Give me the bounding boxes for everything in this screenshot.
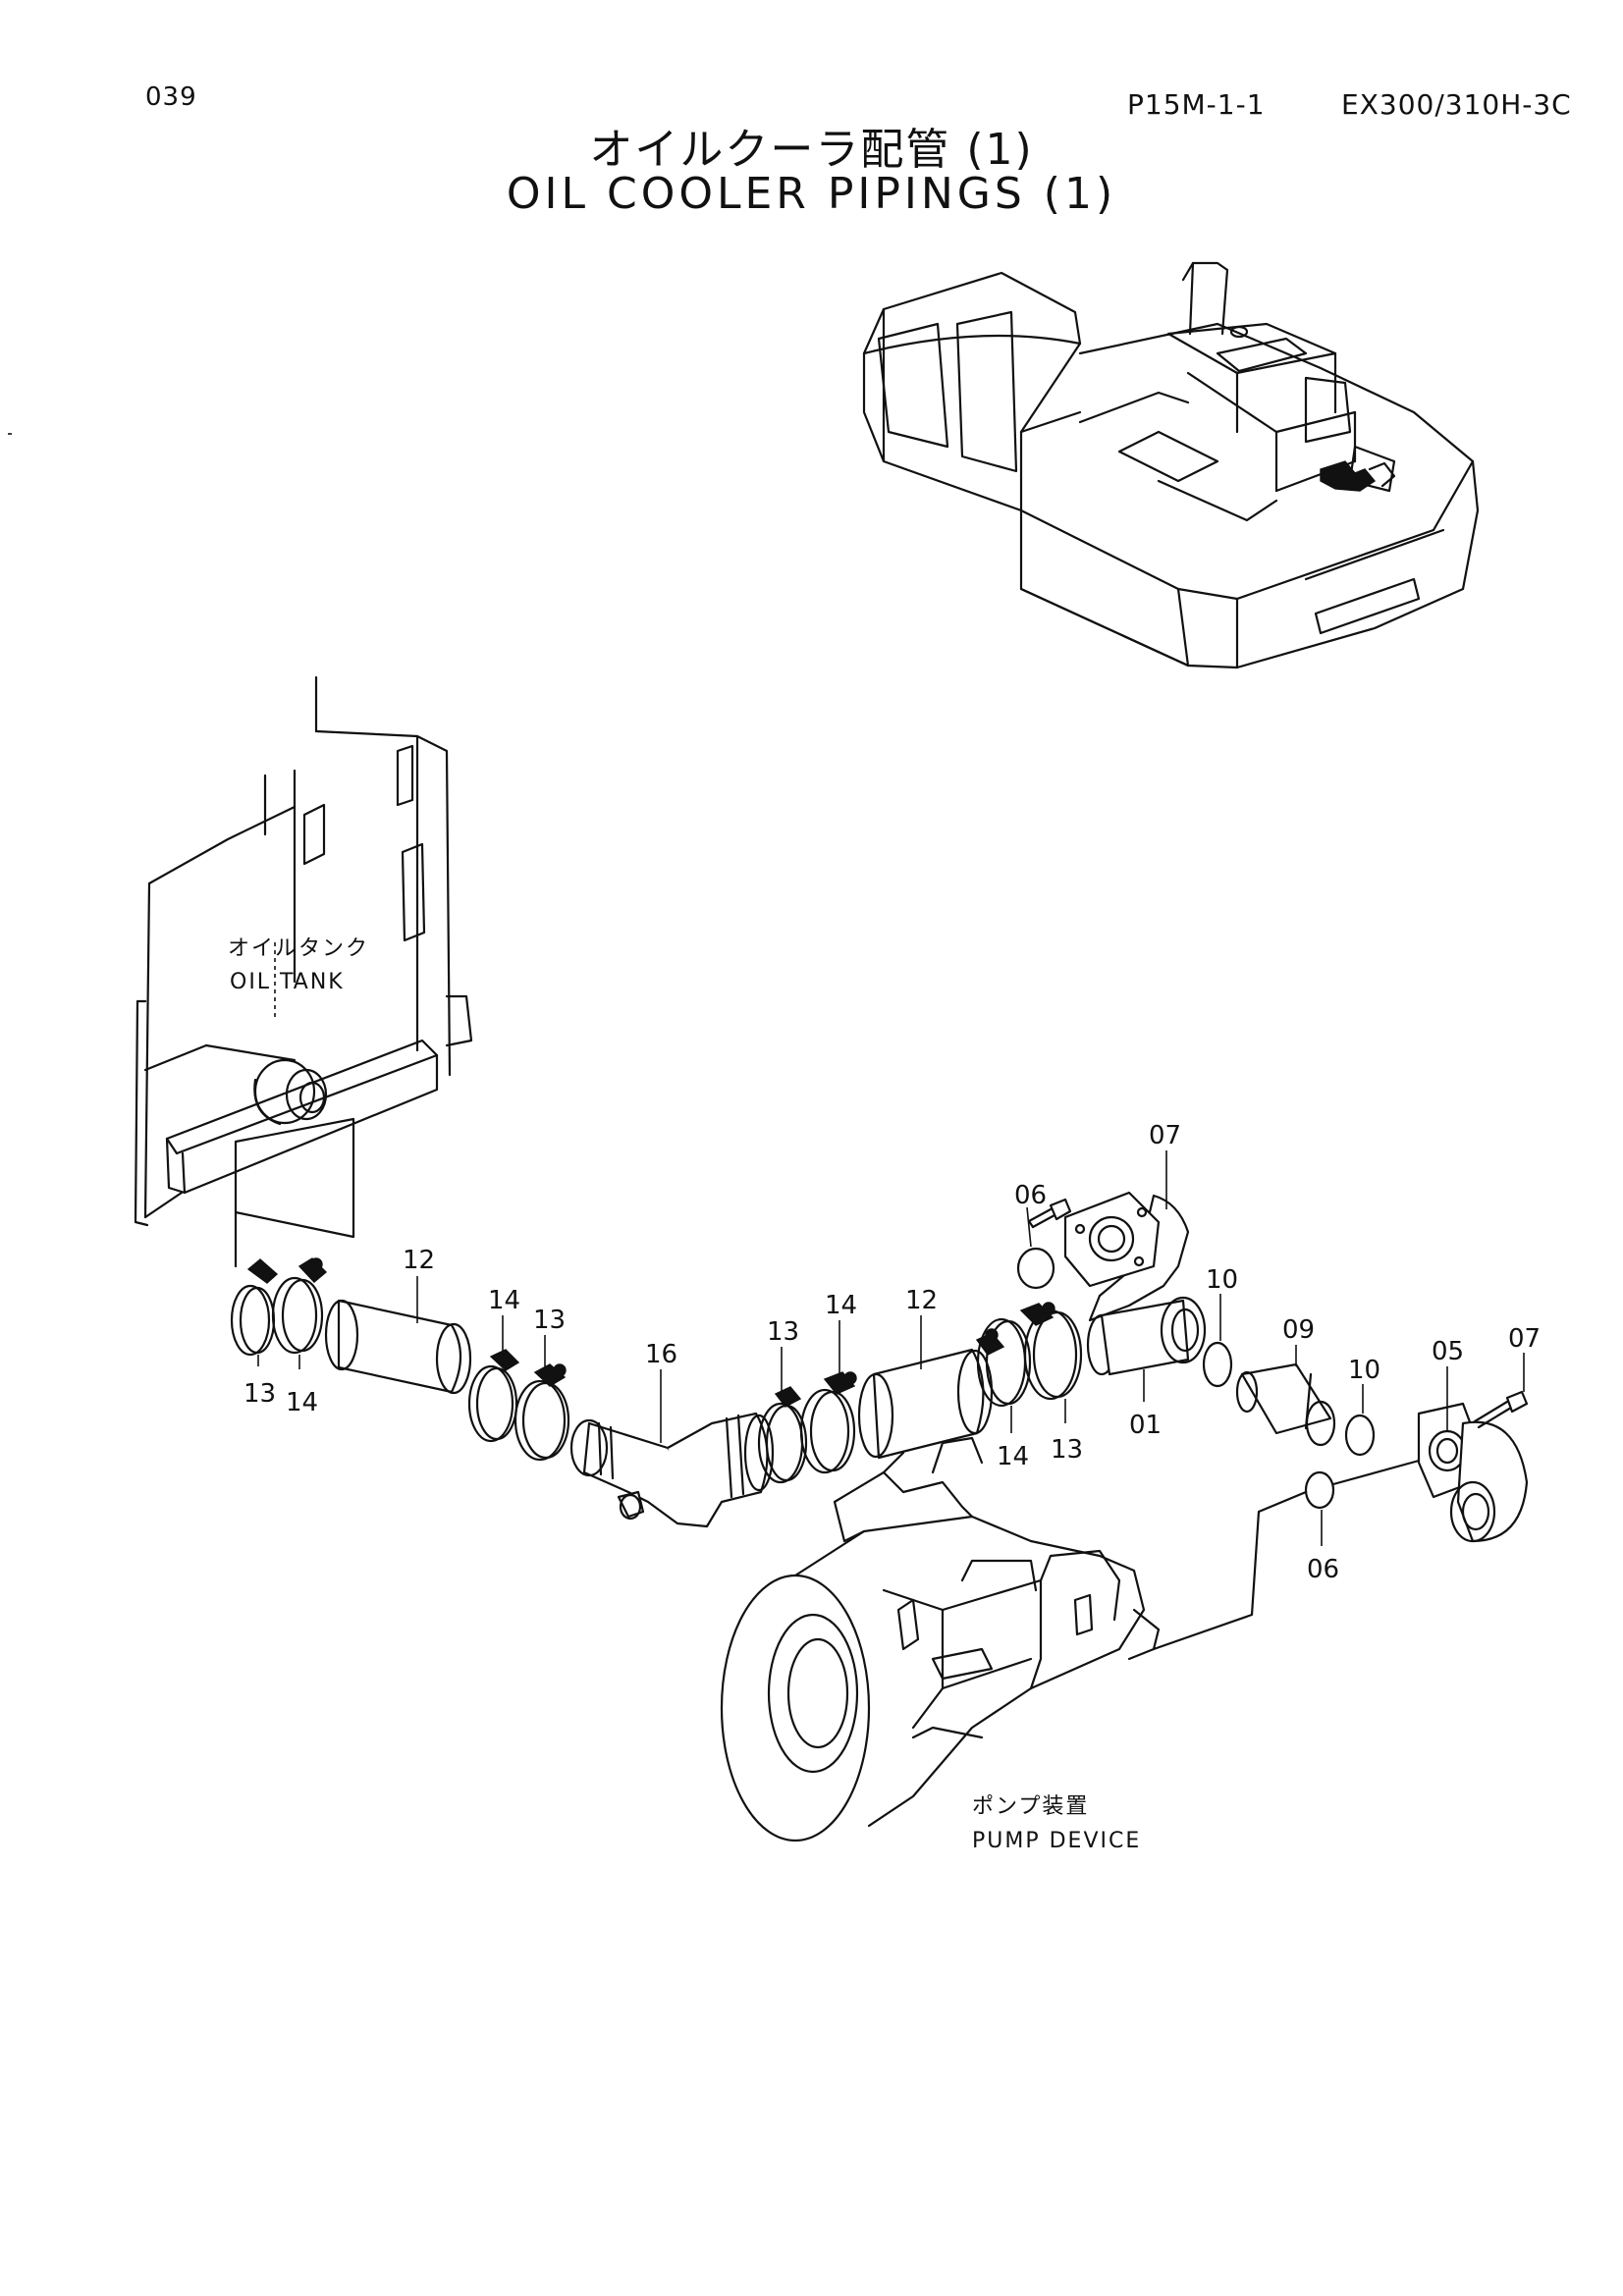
callout-numbers: 07 06 10 09 10 05 07 12 14 13 13 14 16 1… bbox=[243, 1121, 1541, 1584]
hose-12-b bbox=[872, 1348, 985, 1460]
callout-14-a: 14 bbox=[488, 1286, 520, 1315]
title-english: OIL COOLER PIPINGS (1) bbox=[506, 169, 1117, 219]
hose-clamp-14-c bbox=[799, 1388, 850, 1474]
callout-01: 01 bbox=[1129, 1411, 1162, 1440]
callout-06-b: 06 bbox=[1307, 1555, 1339, 1584]
oil-tank-label-en: OIL TANK bbox=[230, 970, 345, 994]
callout-leaders bbox=[257, 1150, 1525, 1546]
page-number: 039 bbox=[145, 82, 197, 112]
callout-12-a: 12 bbox=[403, 1246, 435, 1275]
hose-clamp-14-d bbox=[976, 1317, 1027, 1408]
hose-assembly-left bbox=[230, 1257, 570, 1462]
o-ring-06-a bbox=[1016, 1247, 1055, 1290]
callout-10-b: 10 bbox=[1348, 1356, 1380, 1385]
pump-device bbox=[720, 1436, 1161, 1842]
callout-06-a: 06 bbox=[1014, 1181, 1047, 1210]
callout-14-d: 14 bbox=[997, 1442, 1029, 1471]
pipe-16 bbox=[569, 1412, 775, 1528]
pump-device-label-jp: ポンプ装置 bbox=[972, 1794, 1089, 1819]
hose-assembly-right bbox=[757, 1302, 1083, 1484]
hose-clamp-13-d bbox=[1023, 1308, 1078, 1401]
callout-13-d: 13 bbox=[1051, 1435, 1083, 1465]
callout-13-a: 13 bbox=[533, 1306, 566, 1335]
hose-clamp-13-b bbox=[514, 1379, 567, 1462]
elbow-01 bbox=[1063, 1191, 1207, 1376]
pump-device-label-en: PUMP DEVICE bbox=[972, 1829, 1141, 1853]
model-code: EX300/310H-3C bbox=[1341, 88, 1572, 121]
hose-clamp-13-a bbox=[230, 1284, 271, 1357]
callout-16: 16 bbox=[645, 1340, 677, 1369]
callout-09: 09 bbox=[1282, 1315, 1315, 1345]
elbow-05 bbox=[1417, 1402, 1529, 1543]
o-ring-10-b bbox=[1344, 1414, 1376, 1457]
callout-07-a: 07 bbox=[1149, 1121, 1181, 1150]
callout-13-c: 13 bbox=[767, 1317, 799, 1347]
oil-tank-label-jp: オイルタンク bbox=[228, 936, 369, 961]
excavator-location-view bbox=[862, 261, 1480, 669]
callout-12-b: 12 bbox=[905, 1286, 938, 1315]
hose-clamp-14-a bbox=[271, 1276, 318, 1355]
bolt-07-b bbox=[1473, 1390, 1529, 1429]
bolt-07-a bbox=[1027, 1198, 1072, 1229]
section-code: P15M-1-1 bbox=[1127, 88, 1266, 121]
callout-13-b: 13 bbox=[243, 1379, 276, 1409]
pipe-09 bbox=[1235, 1362, 1336, 1447]
callout-14-c: 14 bbox=[825, 1291, 857, 1320]
callout-05: 05 bbox=[1432, 1337, 1464, 1366]
o-ring-10-a bbox=[1202, 1341, 1233, 1388]
hose-clamp-14-b bbox=[467, 1364, 514, 1443]
callout-10-a: 10 bbox=[1206, 1265, 1238, 1295]
title-japanese: オイルクーラ配管 (1) bbox=[589, 125, 1034, 175]
callout-07-b: 07 bbox=[1508, 1324, 1541, 1354]
oil-tank: オイルタンク OIL TANK bbox=[134, 675, 473, 1268]
o-ring-06-b bbox=[1304, 1470, 1335, 1510]
callout-14-b: 14 bbox=[286, 1388, 318, 1417]
